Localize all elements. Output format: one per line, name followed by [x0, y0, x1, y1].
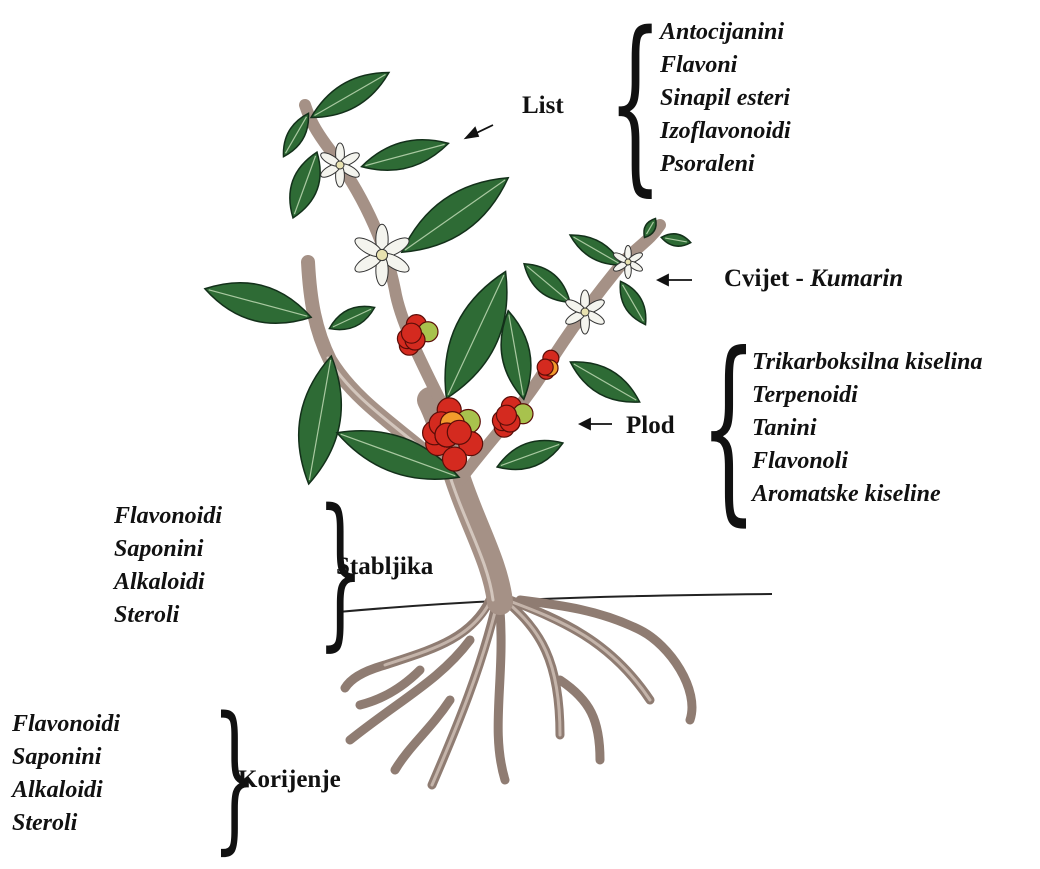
- leaf-compound: Flavoni: [660, 49, 791, 82]
- leaf-label: List: [522, 92, 564, 120]
- berry: [496, 405, 516, 425]
- root-compound: Flavonoidi: [12, 708, 120, 741]
- leaf: [326, 299, 379, 336]
- roots: [345, 600, 692, 785]
- leaf-compound: Izoflavonoidi: [660, 115, 791, 148]
- root-compound: Alkaloidi: [12, 774, 120, 807]
- stem-compound: Flavonoidi: [114, 500, 222, 533]
- flower-label-text: Cvijet -: [724, 265, 804, 292]
- leaf: [493, 432, 567, 478]
- stem-compound: Steroli: [114, 599, 222, 632]
- stem-label: Stabljika: [336, 553, 433, 581]
- fruit-compound: Trikarboksilna kiselina: [752, 346, 982, 379]
- leaf: [281, 148, 329, 223]
- leaf: [613, 277, 654, 329]
- leaf: [358, 131, 452, 179]
- fruit-compound-list: Trikarboksilna kiselina Terpenoidi Tanin…: [752, 346, 982, 511]
- root-compound: Steroli: [12, 807, 120, 840]
- berry: [447, 420, 471, 444]
- fruit-brace: {: [700, 328, 757, 528]
- root-compound-list: Flavonoidi Saponini Alkaloidi Steroli: [12, 708, 120, 840]
- leaf: [660, 231, 692, 248]
- root-label: Korijenje: [238, 766, 341, 794]
- leaf-brace: {: [608, 8, 662, 198]
- berry: [401, 323, 421, 343]
- leaf-compound: Sinapil esteri: [660, 82, 791, 115]
- flower-compound: Kumarin: [810, 265, 903, 292]
- leaf-compound: Antocijanini: [660, 16, 791, 49]
- flower: [352, 224, 412, 286]
- stem-compound: Alkaloidi: [114, 566, 222, 599]
- leaf-compound: Psoraleni: [660, 148, 791, 181]
- root-compound: Saponini: [12, 741, 120, 774]
- fruit-compound: Terpenoidi: [752, 379, 982, 412]
- fruit-compound: Flavonoli: [752, 445, 982, 478]
- stem-compound: Saponini: [114, 533, 222, 566]
- leaf: [564, 351, 646, 414]
- berry: [443, 447, 467, 471]
- fruit-compound: Aromatske kiseline: [752, 478, 982, 511]
- berry: [537, 359, 553, 375]
- fruit-compound: Tanini: [752, 412, 982, 445]
- fruit-label: Plod: [626, 412, 675, 440]
- stem-compound-list: Flavonoidi Saponini Alkaloidi Steroli: [114, 500, 222, 632]
- leaf-compound-list: Antocijanini Flavoni Sinapil esteri Izof…: [660, 16, 791, 181]
- leaf: [305, 61, 396, 129]
- leaf: [200, 271, 316, 334]
- flower-label: Cvijet - Kumarin: [724, 265, 903, 293]
- leaf: [391, 162, 519, 268]
